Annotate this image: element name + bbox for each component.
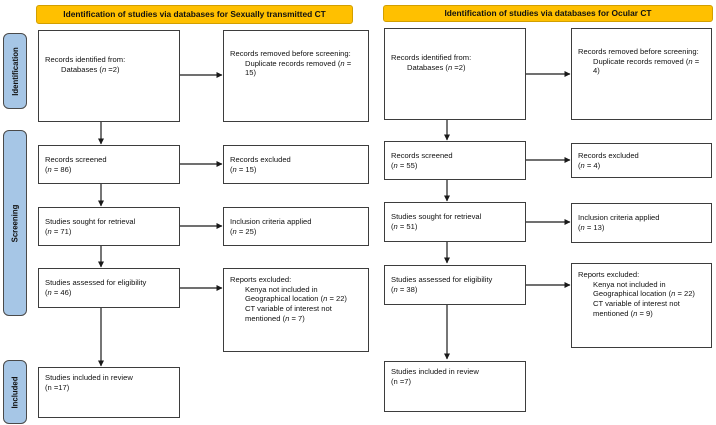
stage-included: Included: [3, 360, 27, 424]
box-inclusion-applied-stct: Inclusion criteria applied (n = 25): [223, 207, 369, 246]
box-reports-excluded-ocular: Reports excluded: Kenya not included in …: [571, 263, 712, 348]
box-records-screened-stct: Records screened (n = 86): [38, 145, 180, 184]
stage-identification: Identification: [3, 33, 27, 109]
box-line: Kenya not included in Geographical locat…: [245, 284, 347, 304]
box-line: (n = 4): [578, 160, 601, 170]
box-records-excluded-stct: Records excluded (n = 15): [223, 145, 369, 184]
box-line: Inclusion criteria applied: [578, 213, 660, 223]
box-line: Duplicate records removed (n = 4): [593, 56, 700, 76]
box-assessed-eligibility-stct: Studies assessed for eligibility (n = 46…: [38, 268, 180, 308]
box-line: Records screened: [45, 154, 107, 164]
box-records-identified-ocular: Records identified from: Databases (n =2…: [384, 28, 526, 120]
box-line: Studies sought for retrieval: [45, 216, 136, 226]
box-line: CT variable of interest not mentioned (n…: [245, 304, 332, 323]
box-line: Records identified from:: [45, 55, 126, 64]
box-line: Records identified from:: [391, 53, 472, 62]
box-line: Studies sought for retrieval: [391, 212, 482, 222]
box-line: (n = 51): [391, 222, 418, 231]
box-line: (n = 15): [230, 164, 257, 174]
box-line: CT variable of interest not mentioned (n…: [593, 299, 680, 318]
box-inclusion-applied-ocular: Inclusion criteria applied (n = 13): [571, 203, 712, 243]
box-line: Studies assessed for eligibility: [391, 275, 493, 285]
box-included-review-stct: Studies included in review (n =17): [38, 367, 180, 418]
box-line: Inclusion criteria applied: [230, 216, 312, 226]
box-line: (n = 71): [45, 226, 72, 236]
box-line: Databases (n =2): [407, 62, 466, 72]
box-line: Duplicate records removed (n = 15): [245, 58, 352, 78]
box-line: (n = 55): [391, 160, 418, 170]
column-header-ocular: Identification of studies via databases …: [383, 5, 713, 22]
box-line: Records excluded: [230, 154, 291, 164]
arrow-lines: [98, 71, 571, 367]
box-line: Studies included in review: [391, 367, 479, 376]
box-line: (n = 13): [578, 223, 605, 232]
column-header-stct: Identification of studies via databases …: [36, 5, 353, 24]
box-records-removed-ocular: Records removed before screening: Duplic…: [571, 28, 712, 120]
stage-identification-label: Identification: [10, 46, 20, 96]
box-line: (n = 25): [230, 226, 257, 236]
box-records-removed-stct: Records removed before screening: Duplic…: [223, 30, 369, 122]
box-line: Studies included in review: [45, 373, 133, 382]
box-line: Studies assessed for eligibility: [45, 278, 147, 288]
box-line: Records excluded: [578, 150, 639, 160]
box-line: (n = 46): [45, 288, 72, 297]
box-line: Records removed before screening:: [578, 47, 699, 56]
box-line: Reports excluded:: [578, 270, 640, 279]
box-line: Records screened: [391, 150, 453, 160]
stage-included-label: Included: [10, 375, 20, 409]
box-line: Reports excluded:: [230, 275, 292, 284]
box-line: Kenya not included in Geographical locat…: [593, 279, 695, 299]
stage-screening: Screening: [3, 130, 27, 316]
box-line: Databases (n =2): [61, 64, 120, 74]
stage-screening-label: Screening: [10, 204, 20, 242]
box-line: (n = 38): [391, 285, 418, 294]
box-included-review-ocular: Studies included in review (n =7): [384, 361, 526, 412]
box-sought-retrieval-stct: Studies sought for retrieval (n = 71): [38, 207, 180, 246]
box-reports-excluded-stct: Reports excluded: Kenya not included in …: [223, 268, 369, 352]
box-line: Records removed before screening:: [230, 49, 351, 58]
box-records-identified-stct: Records identified from: Databases (n =2…: [38, 30, 180, 122]
box-line: (n = 86): [45, 164, 72, 174]
box-line: (n =17): [45, 382, 70, 392]
box-assessed-eligibility-ocular: Studies assessed for eligibility (n = 38…: [384, 265, 526, 305]
box-line: (n =7): [391, 376, 412, 386]
box-records-excluded-ocular: Records excluded (n = 4): [571, 143, 712, 178]
box-sought-retrieval-ocular: Studies sought for retrieval (n = 51): [384, 202, 526, 242]
box-records-screened-ocular: Records screened (n = 55): [384, 141, 526, 180]
